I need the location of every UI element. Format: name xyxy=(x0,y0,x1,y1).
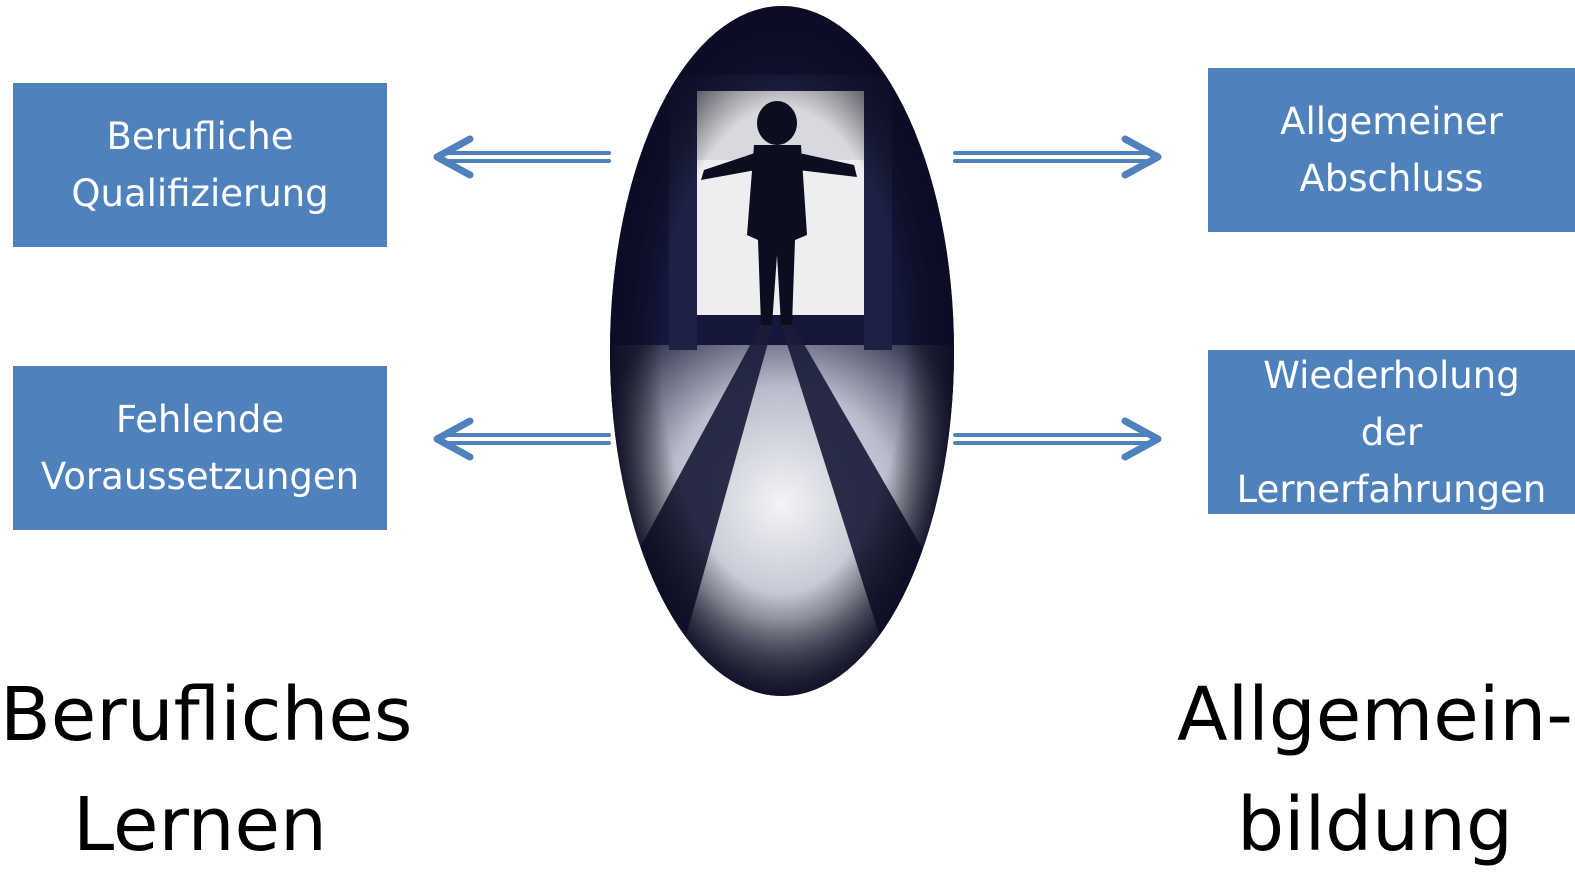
box-allgemeiner-abschluss: Allgemeiner Abschluss xyxy=(1208,68,1575,232)
label-allgemeinbildung: Allgemein- bildung xyxy=(1175,660,1575,880)
box-label: Fehlende Voraussetzungen xyxy=(41,391,359,505)
arrow-right-top xyxy=(955,139,1158,175)
label-berufliches-lernen: Berufliches Lernen xyxy=(0,660,400,880)
box-label: Berufliche Qualifizierung xyxy=(71,108,328,222)
box-wiederholung-lernerfahrungen: Wiederholung der Lernerfahrungen xyxy=(1208,350,1575,514)
box-label: Wiederholung der Lernerfahrungen xyxy=(1237,347,1547,518)
box-berufliche-qualifizierung: Berufliche Qualifizierung xyxy=(13,83,387,247)
arrow-left-top xyxy=(437,139,609,175)
arrow-right-bottom xyxy=(955,421,1158,457)
box-fehlende-voraussetzungen: Fehlende Voraussetzungen xyxy=(13,366,387,530)
arrow-left-bottom xyxy=(437,421,609,457)
box-label: Allgemeiner Abschluss xyxy=(1280,93,1503,207)
silhouette-person-doorway-icon xyxy=(609,5,955,697)
